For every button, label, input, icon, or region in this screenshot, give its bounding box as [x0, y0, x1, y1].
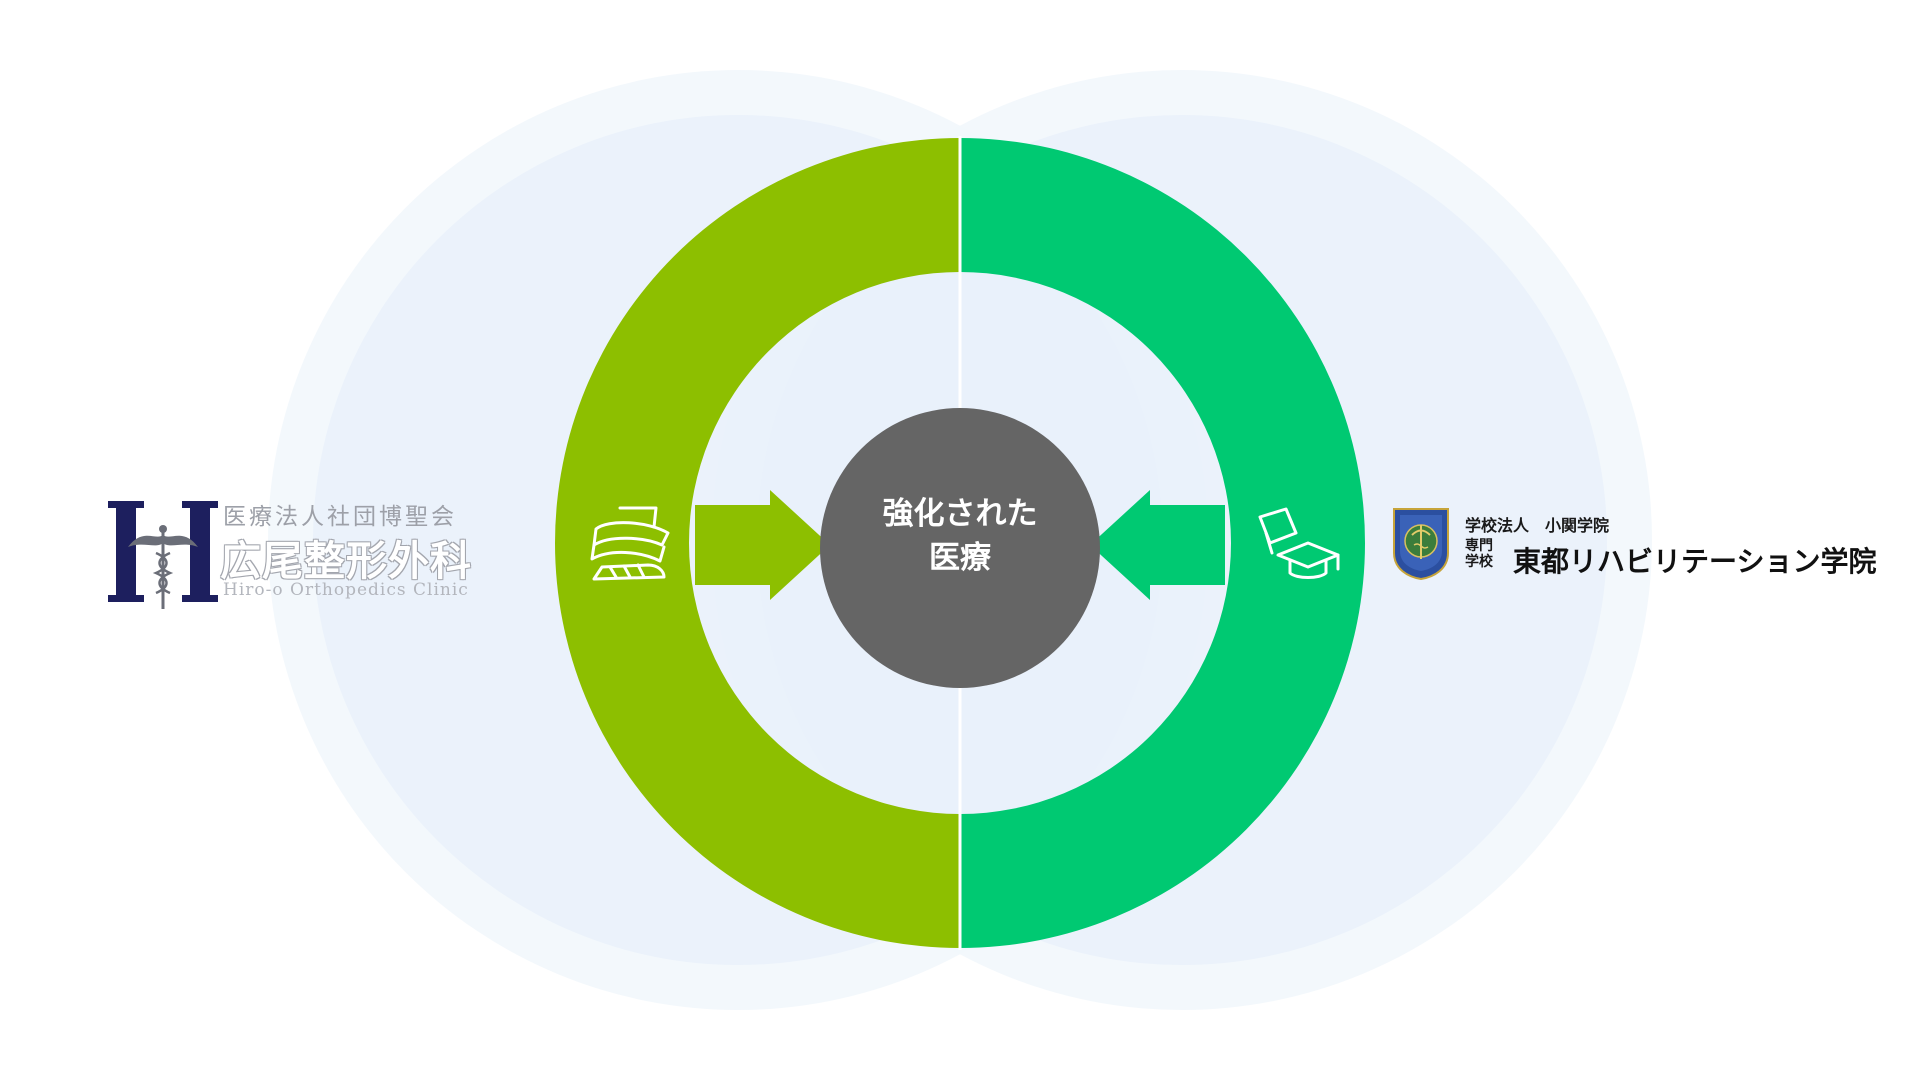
right-ring-segment	[960, 138, 1365, 948]
clinic-corp-label: 医療法人社団博聖会	[223, 504, 457, 530]
school-corp-label: 学校法人 小関学院	[1465, 516, 1610, 535]
left-ring-segment	[555, 138, 960, 948]
caduceus-h-emblem	[108, 501, 218, 609]
teaching-graduation-icon	[1258, 507, 1340, 579]
clinic-name: 広尾整形外科	[220, 537, 472, 585]
clinic-name-en: Hiro-o Orthopedics Clinic	[223, 580, 469, 600]
center-label-line1: 強化された	[882, 496, 1038, 532]
school-kind-line1: 専門	[1465, 538, 1493, 554]
center-label: 強化された 医療	[812, 492, 1108, 580]
school-name: 東都リハビリテーション学院	[1513, 545, 1877, 578]
center-label-line2: 医療	[929, 540, 991, 576]
hiroo-clinic-logo: 医療法人社団博聖会 広尾整形外科 Hiro-o Orthopedics Clin…	[108, 497, 488, 613]
center-circle	[820, 408, 1100, 688]
school-kind-label: 専門 学校	[1465, 538, 1497, 570]
school-kind-line2: 学校	[1465, 554, 1493, 570]
left-arrow	[695, 490, 830, 600]
school-crest-emblem	[1393, 508, 1449, 581]
right-arrow	[1090, 490, 1225, 600]
cast-leg-icon	[590, 506, 670, 581]
toto-rehab-logo: 学校法人 小関学院 専門 学校 東都リハビリテーション学院	[1390, 505, 1910, 585]
